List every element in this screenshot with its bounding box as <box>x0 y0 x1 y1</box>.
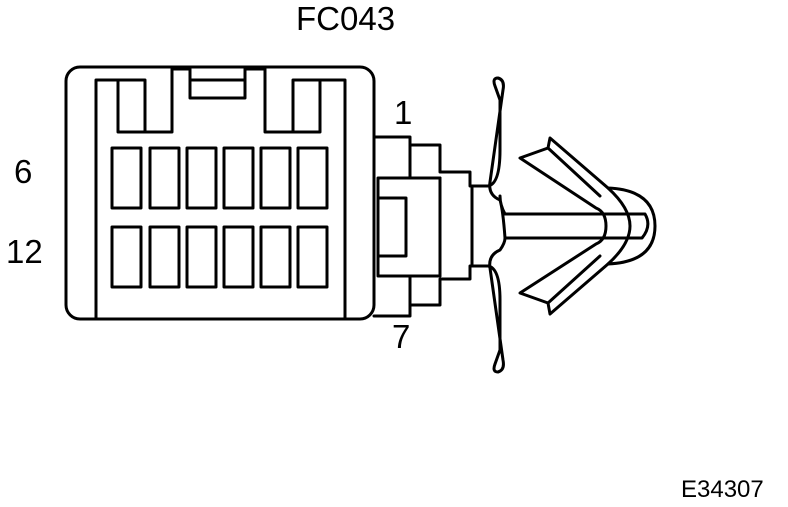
pin-label-12: 12 <box>6 233 43 270</box>
pin-cavity <box>259 225 292 289</box>
pin-cavity <box>259 146 292 210</box>
pin-cavities <box>110 146 329 289</box>
pin-cavity <box>148 146 181 210</box>
pin-cavity <box>185 225 218 289</box>
rear-body-window <box>376 196 408 258</box>
pin-label-6: 6 <box>14 153 33 190</box>
pin-cavity <box>110 146 143 210</box>
latch-slot-left <box>116 78 147 134</box>
pin-cavity <box>222 146 255 210</box>
clip-head-arc <box>606 186 632 266</box>
clip-stem <box>470 76 650 240</box>
clip-head <box>518 136 657 316</box>
figure-id: E34307 <box>681 476 764 503</box>
clip-head-inner <box>546 146 602 305</box>
pin-cavity <box>296 225 329 289</box>
pin-cavity <box>185 146 218 210</box>
pin-label-1: 1 <box>394 94 413 131</box>
connector-id: FC043 <box>296 0 396 37</box>
pin-cavity <box>296 146 329 210</box>
pin-cavity <box>110 225 143 289</box>
housing-inner-outline <box>94 67 347 320</box>
rear-body-inner-edge <box>408 176 442 278</box>
pin-label-7: 7 <box>392 318 411 355</box>
connector-housing <box>64 65 376 321</box>
rear-body-outer <box>372 135 474 318</box>
pin-cavity <box>148 225 181 289</box>
latch-slot-right <box>291 78 322 134</box>
clip-stem-lower <box>470 236 507 374</box>
pin-cavity <box>222 225 255 289</box>
